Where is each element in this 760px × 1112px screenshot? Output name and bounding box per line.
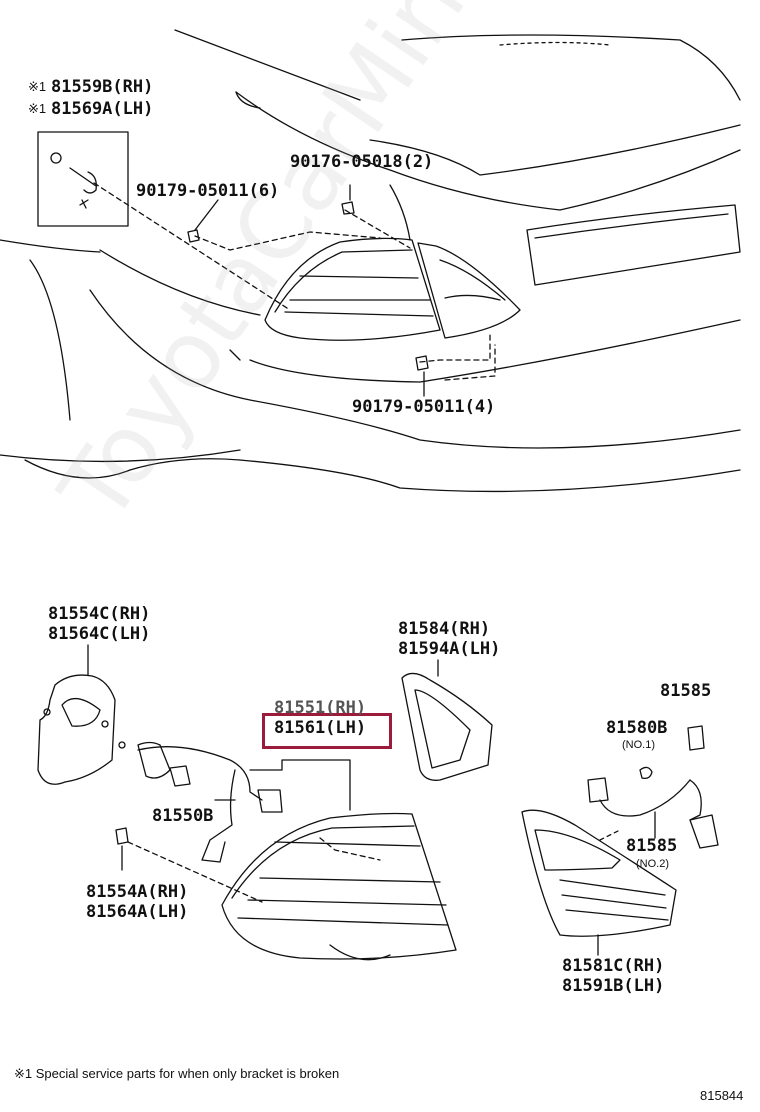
label-81550b[interactable]: 81550B	[152, 806, 214, 826]
label-81561-lh[interactable]: 81561(LH)	[274, 718, 367, 738]
label-81584-rh[interactable]: 81584(RH)	[398, 619, 491, 639]
wire-harness-81550b	[137, 741, 351, 863]
retainer-81554a-icon	[115, 827, 129, 845]
lamp-cover-81554c	[37, 674, 116, 785]
license-plate-recess	[526, 204, 741, 286]
label-90179-05011-b[interactable]: 90179-05011(4)	[352, 397, 496, 417]
bracket-mark-2: ※1	[28, 101, 47, 116]
label-no2: (NO.2)	[636, 858, 669, 870]
label-81580b[interactable]: 81580B	[606, 718, 668, 738]
selected-part-highlight	[262, 713, 392, 749]
nut-90179-icon	[187, 229, 200, 243]
label-81594a-lh[interactable]: 81594A(LH)	[398, 639, 501, 659]
nut-90176-icon	[341, 201, 355, 215]
label-81564c-lh[interactable]: 81564C(LH)	[48, 624, 151, 644]
label-81585-top[interactable]: 81585	[660, 681, 712, 701]
label-81581c-rh[interactable]: 81581C(RH)	[562, 956, 665, 976]
car-body-outline	[0, 29, 741, 493]
figure-id: 815844	[700, 1088, 744, 1103]
label-81551-rh[interactable]: 81551(RH)	[274, 698, 367, 718]
footnote: ※1 Special service parts for when only b…	[14, 1066, 340, 1081]
bracket-detail-box	[37, 131, 129, 227]
leader-lines-upper	[93, 182, 496, 381]
label-81554a-rh[interactable]: 81554A(RH)	[86, 882, 189, 902]
gasket-81584	[401, 672, 493, 781]
tail-lamp-lower-81561	[221, 812, 457, 961]
label-90179-05011-a[interactable]: 90179-05011(6)	[136, 181, 280, 201]
socket-81585	[587, 725, 719, 849]
nut-90179-b-icon	[415, 355, 429, 371]
label-81569a-lh[interactable]: 81569A(LH)	[51, 99, 154, 119]
bracket-mark-1: ※1	[28, 79, 47, 94]
tail-lamp-upper	[264, 237, 521, 341]
label-81591b-lh[interactable]: 81591B(LH)	[562, 976, 665, 996]
label-81585-bottom[interactable]: 81585	[626, 836, 678, 856]
label-90176-05018[interactable]: 90176-05018(2)	[290, 152, 434, 172]
label-81554c-rh[interactable]: 81554C(RH)	[48, 604, 151, 624]
label-no1: (NO.1)	[622, 739, 655, 751]
inner-lamp-81581c	[521, 809, 677, 956]
label-81559b-rh[interactable]: 81559B(RH)	[51, 77, 154, 97]
label-81564a-lh[interactable]: 81564A(LH)	[86, 902, 189, 922]
